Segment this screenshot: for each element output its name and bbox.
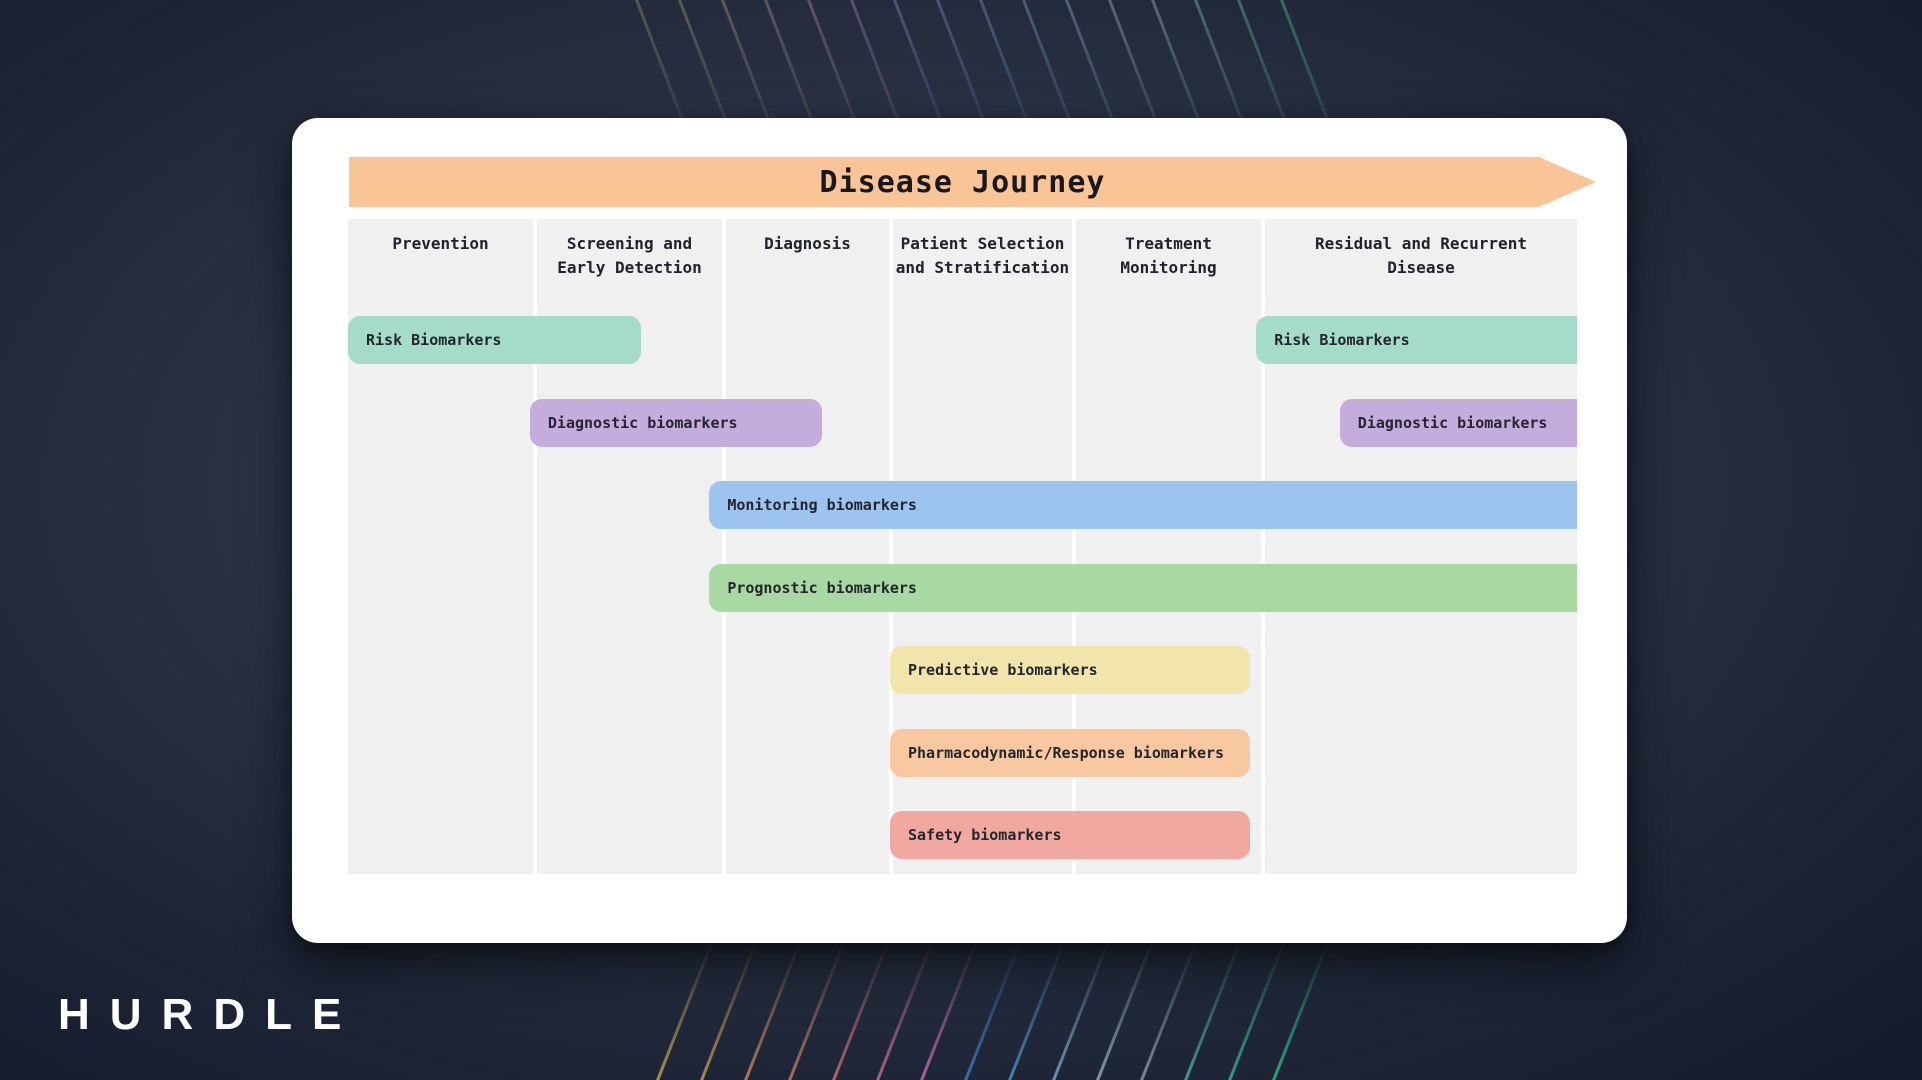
decorative-line [1238, 933, 1333, 1080]
decorative-line [1018, 933, 1113, 1080]
decorative-line [1194, 933, 1289, 1080]
hurdle-logo: HURDLE [58, 990, 362, 1039]
decorative-line [842, 933, 937, 1080]
column-header-label: Prevention [392, 234, 489, 253]
bar-diagnostic-biomarkers-early: Diagnostic biomarkers [529, 399, 823, 447]
bar-label: Pharmacodynamic/Response biomarkers [907, 744, 1225, 762]
bar-label: Prognostic biomarkers [727, 579, 917, 597]
bar-diagnostic-biomarkers-recurrent: Diagnostic biomarkers [1339, 399, 1577, 447]
diagram-card: Disease Journey Prevention Screening and … [292, 118, 1627, 943]
decorative-line [974, 933, 1069, 1080]
bar-label: Predictive biomarkers [907, 661, 1098, 679]
bar-pharmacodynamic-response-biomarkers: Pharmacodynamic/Response biomarkers [889, 729, 1251, 777]
bar-risk-biomarkers-recurrent: Risk Biomarkers [1256, 316, 1577, 364]
column-header-label: Screening and Early Detection [557, 234, 702, 277]
decorative-line [930, 933, 1025, 1080]
decorative-line [666, 933, 761, 1080]
bar-predictive-biomarkers: Predictive biomarkers [889, 646, 1251, 694]
decorative-line [798, 933, 893, 1080]
bar-monitoring-biomarkers: Monitoring biomarkers [709, 481, 1577, 529]
decorative-line [1150, 933, 1245, 1080]
decorative-line [710, 933, 805, 1080]
column-header-label: Diagnosis [764, 234, 851, 253]
decorative-line [886, 933, 981, 1080]
decorative-line [622, 933, 717, 1080]
bar-label: Monitoring biomarkers [727, 496, 917, 514]
disease-journey-banner: Disease Journey [349, 157, 1596, 207]
decorative-line [754, 933, 849, 1080]
diagram-title: Disease Journey [819, 164, 1106, 200]
decorative-line [1106, 933, 1201, 1080]
bar-label: Diagnostic biomarkers [547, 414, 738, 432]
bar-risk-biomarkers-early: Risk Biomarkers [348, 316, 641, 364]
column-header-label: Residual and Recurrent Disease [1315, 234, 1527, 277]
bar-safety-biomarkers: Safety biomarkers [889, 811, 1251, 859]
bar-label: Safety biomarkers [907, 826, 1062, 844]
bar-label: Diagnostic biomarkers [1357, 414, 1548, 432]
column-header-label: Patient Selection and Stratification [895, 234, 1070, 277]
column-header-label: Treatment Monitoring [1120, 234, 1217, 277]
decorative-line [1062, 933, 1157, 1080]
bar-label: Risk Biomarkers [366, 331, 502, 349]
column-diagnosis: Diagnosis [726, 219, 889, 874]
bar-prognostic-biomarkers: Prognostic biomarkers [709, 564, 1577, 612]
bar-label: Risk Biomarkers [1274, 331, 1410, 349]
